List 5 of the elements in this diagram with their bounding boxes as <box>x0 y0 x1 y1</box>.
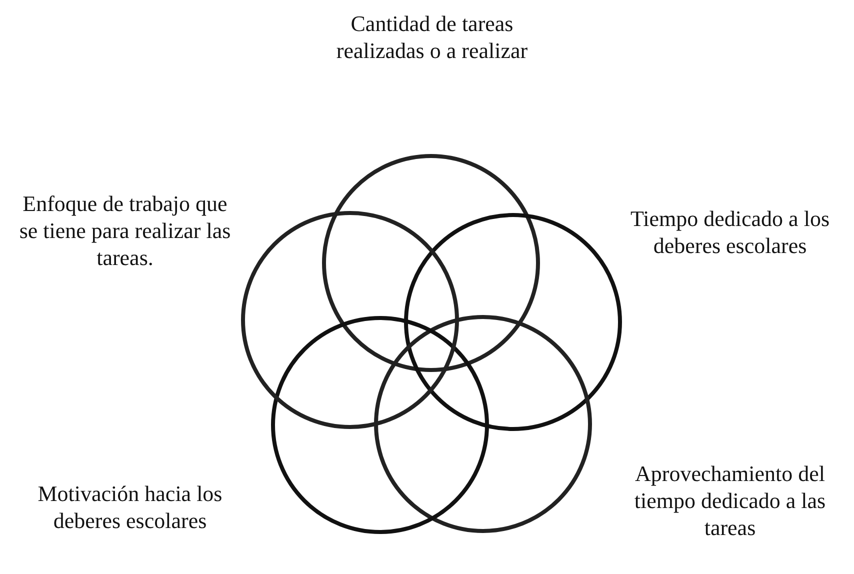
circle-label: Enfoque de trabajo que se tiene para realizar las tareas. <box>18 190 232 271</box>
circle-label: Motivación hacia los deberes escolares <box>36 480 224 534</box>
circle-label: Tiempo dedicado a los deberes escolares <box>630 205 830 259</box>
circle-label: Cantidad de tareas realizadas o a realizar <box>335 10 529 64</box>
circle-label: Aprovechamiento del tiempo dedicado a las tareas <box>633 460 827 541</box>
